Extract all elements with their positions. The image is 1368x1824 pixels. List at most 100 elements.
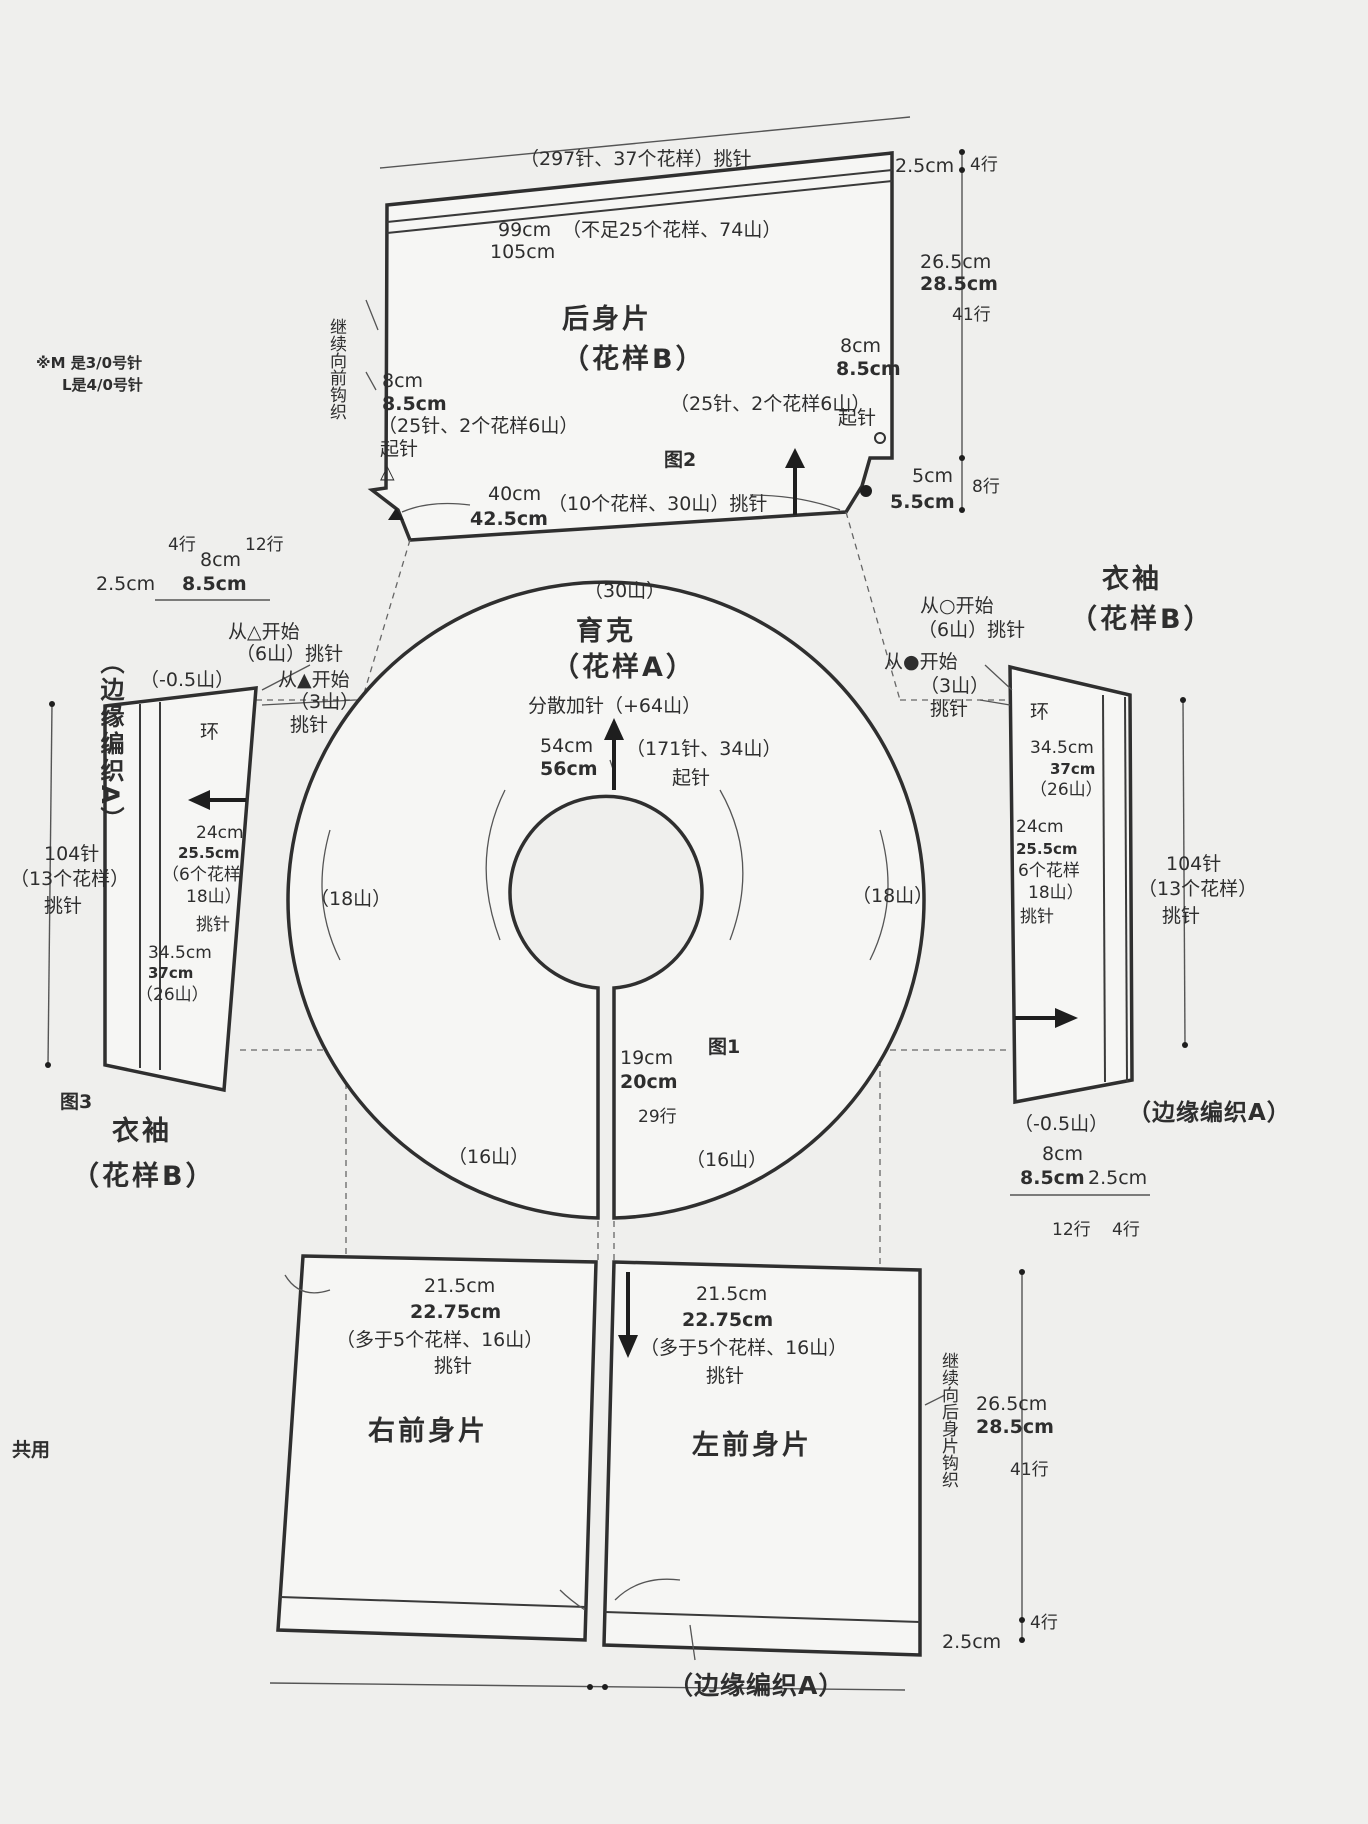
left-front-pickup: 挑针 [706, 1365, 744, 1387]
left-sleeve-leaders [261, 664, 356, 706]
left-front-edge-line [604, 1611, 921, 1623]
left-front-edge-rows: 4行 [1030, 1613, 1058, 1633]
yoke-right-side: （18山） [852, 885, 933, 907]
right-front-pickup: 挑针 [434, 1355, 472, 1377]
left-sleeve-patterns: （13个花样） [10, 868, 129, 890]
left-front-height-rows: 41行 [1010, 1460, 1049, 1480]
back-left-m: 8cm [382, 370, 423, 392]
right-sleeve-mid-m: 24cm [1016, 817, 1064, 837]
yoke-inner-curve-left [485, 789, 506, 941]
back-left-start: 起针 [380, 438, 418, 460]
left-front-title: 左前身片 [692, 1429, 812, 1461]
left-sleeve-top-w2-l: 8.5cm [182, 573, 247, 595]
right-sleeve-mid-l: 25.5cm [1016, 840, 1078, 858]
left-sleeve-start-tri-detail: （6山）挑针 [236, 643, 343, 665]
right-front-outline [276, 1254, 598, 1642]
left-sleeve-dec: （-0.5山） [140, 669, 234, 691]
back-width-m: 99cm [498, 219, 551, 241]
back-side-leader [365, 299, 379, 391]
back-bottom-m: 40cm [488, 483, 541, 505]
right-sleeve-edge-line [1102, 694, 1106, 1083]
yoke-bottom-left: （16山） [448, 1146, 529, 1168]
left-sleeve-title: 衣袖 [112, 1115, 172, 1147]
right-sleeve-leaders [979, 664, 1013, 706]
right-sleeve-arrow-head [1055, 1008, 1078, 1028]
back-bottom-l: 42.5cm [470, 508, 548, 530]
right-sleeve-outline [1008, 664, 1134, 1105]
left-sleeve-low-detail: （26山） [136, 985, 209, 1005]
yoke-piece [286, 580, 926, 1220]
left-front-outline [602, 1260, 922, 1657]
right-front-curve-2 [559, 1589, 586, 1611]
right-sleeve-start-circle: 从○开始 [920, 595, 994, 617]
right-front-edge-line [279, 1596, 587, 1608]
back-right-detail: （25针、2个花样6山） [670, 393, 870, 415]
yoke-pattern: （花样A） [552, 651, 696, 683]
back-top-dim-line [379, 116, 911, 169]
right-front-title: 右前身片 [368, 1415, 488, 1447]
back-height-l: 28.5cm [920, 273, 998, 295]
right-sleeve-dec: （-0.5山） [1014, 1113, 1108, 1135]
left-front-piece [602, 1260, 1025, 1661]
back-edge-line-2 [386, 180, 893, 234]
open-circle-marker [874, 432, 886, 444]
back-top-pickup: （297针、37个花样）挑针 [520, 148, 751, 170]
right-sleeve-up-detail: （26山） [1030, 780, 1103, 800]
left-sleeve-arrow-head [188, 790, 210, 810]
left-sleeve-pickup: 挑针 [44, 895, 82, 917]
left-sleeve-stitches: 104针 [44, 843, 99, 865]
back-width-l: 105cm [490, 241, 555, 263]
back-height-m: 26.5cm [920, 251, 991, 273]
right-sleeve-mid-pick: 挑针 [1020, 907, 1054, 927]
back-figure-label: 图2 [664, 449, 696, 471]
left-sleeve-length-dim [47, 703, 53, 1066]
right-sleeve-length-dim [1182, 699, 1186, 1046]
left-sleeve-piece [45, 599, 356, 1093]
back-right-l: 8.5cm [836, 358, 901, 380]
left-front-side-leader [924, 1394, 946, 1406]
right-sleeve-up-l: 37cm [1050, 760, 1095, 778]
right-sleeve-stitches: 104针 [1166, 853, 1221, 875]
left-sleeve-low-l: 37cm [148, 964, 193, 982]
back-curve-left [401, 502, 471, 513]
right-front-width-m: 21.5cm [424, 1275, 495, 1297]
right-sleeve-start-circle-detail: （6山）挑针 [918, 619, 1025, 641]
back-right-start: 起针 [838, 407, 876, 429]
back-edge-rows: 4行 [970, 155, 998, 175]
front-edge-label: （边缘编织A） [668, 1671, 844, 1700]
left-sleeve-start-tri: 从△开始 [228, 621, 300, 643]
right-sleeve-mid-detail2: 18山） [1028, 883, 1084, 903]
back-body-piece [365, 116, 965, 542]
left-front-arrow-head [618, 1335, 638, 1358]
left-sleeve-low-m: 34.5cm [148, 943, 212, 963]
left-sleeve-mid-l: 25.5cm [178, 844, 240, 862]
right-sleeve-bot-r1: 12行 [1052, 1220, 1091, 1240]
left-front-edge-h: 2.5cm [942, 1631, 1001, 1653]
filled-triangle-marker [388, 508, 404, 520]
right-sleeve-bot-w2: 2.5cm [1088, 1167, 1147, 1189]
left-sleeve-mid-detail: （6个花样 [162, 865, 241, 885]
filled-dot-marker [860, 485, 872, 497]
right-sleeve-bot-r2: 4行 [1112, 1220, 1140, 1240]
yoke-depth-m: 54cm [540, 735, 593, 757]
right-sleeve-start-dot: 从●开始 [884, 651, 958, 673]
left-sleeve-outline [103, 686, 258, 1093]
right-front-detail: （多于5个花样、16山） [336, 1329, 543, 1351]
back-edge-height: 2.5cm [895, 155, 954, 177]
left-sleeve-start-fill: 从▲开始 [278, 669, 350, 691]
left-sleeve-top-r2: 12行 [245, 535, 284, 555]
back-body-title: 后身片 [562, 303, 652, 335]
left-sleeve-figure: 图3 [60, 1091, 92, 1113]
needle-note-l: L是4/0号针 [62, 376, 143, 394]
yoke-outline [286, 580, 926, 1220]
back-notch-m: 5cm [912, 465, 953, 487]
right-sleeve-title: 衣袖 [1102, 563, 1162, 595]
left-front-leader [689, 1624, 696, 1661]
right-front-piece [276, 1254, 598, 1642]
right-sleeve-mid-detail: 6个花样 [1018, 861, 1080, 881]
yoke-arrow-head [604, 718, 624, 740]
left-sleeve-mid-pick: 挑针 [196, 915, 230, 935]
back-right-m: 8cm [840, 335, 881, 357]
back-bottom-detail: （10个花样、30山）挑针 [548, 493, 767, 515]
